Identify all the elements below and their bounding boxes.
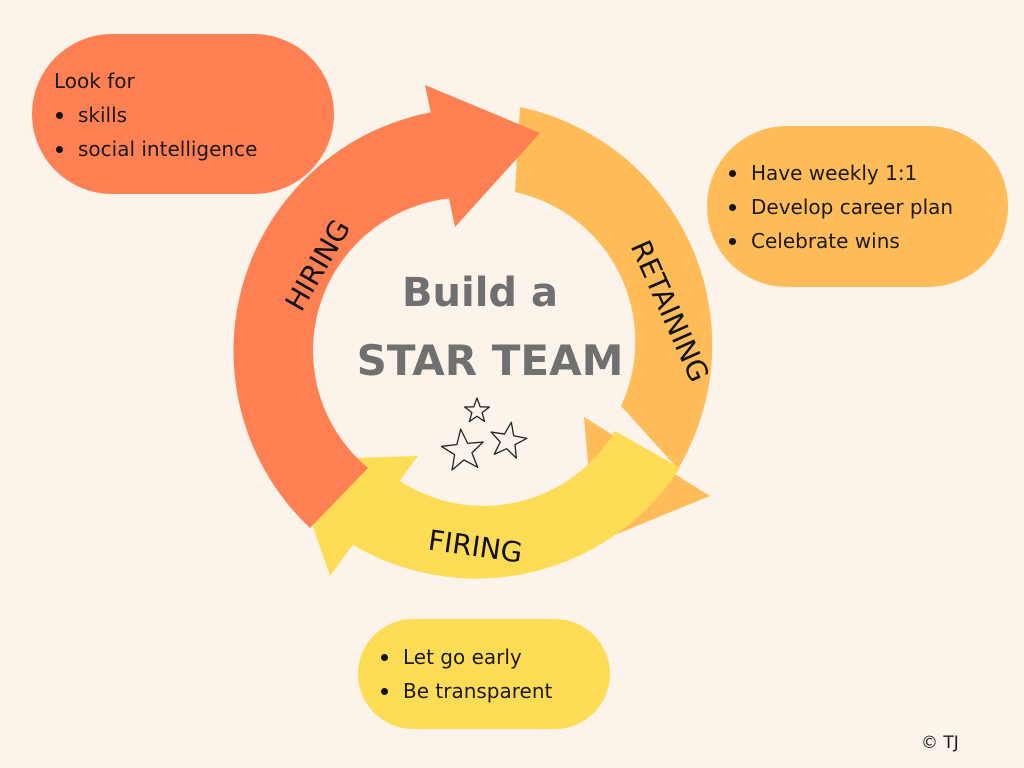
hiring-notes-list: skills social intelligence (54, 98, 334, 166)
firing-arc (318, 431, 680, 579)
list-item: Develop career plan (727, 190, 1008, 224)
retaining-notes-bubble: Have weekly 1:1 Develop career plan Cele… (707, 126, 1008, 287)
firing-notes-bubble: Let go early Be transparent (358, 619, 610, 729)
title-line-1: Build a (402, 270, 558, 316)
title-line-2: STAR TEAM (356, 336, 624, 385)
star-icon-small (463, 397, 491, 423)
list-item: skills (54, 98, 334, 132)
retaining-arc (515, 107, 713, 469)
retaining-notes-list: Have weekly 1:1 Develop career plan Cele… (727, 156, 1008, 258)
star-icon-large (440, 428, 484, 471)
list-item: Celebrate wins (727, 224, 1008, 258)
list-item: Let go early (379, 640, 610, 674)
hiring-notes-bubble: Look for skills social intelligence (32, 34, 334, 194)
list-item: Be transparent (379, 674, 610, 708)
hiring-notes-intro: Look for (54, 69, 135, 93)
list-item: Have weekly 1:1 (727, 156, 1008, 190)
copyright-notice: © TJ (921, 733, 959, 753)
star-icon-medium (490, 421, 528, 459)
firing-notes-list: Let go early Be transparent (379, 640, 610, 708)
hiring-arrowhead (425, 85, 540, 227)
hiring-arc (233, 107, 478, 528)
list-item: social intelligence (54, 132, 334, 166)
